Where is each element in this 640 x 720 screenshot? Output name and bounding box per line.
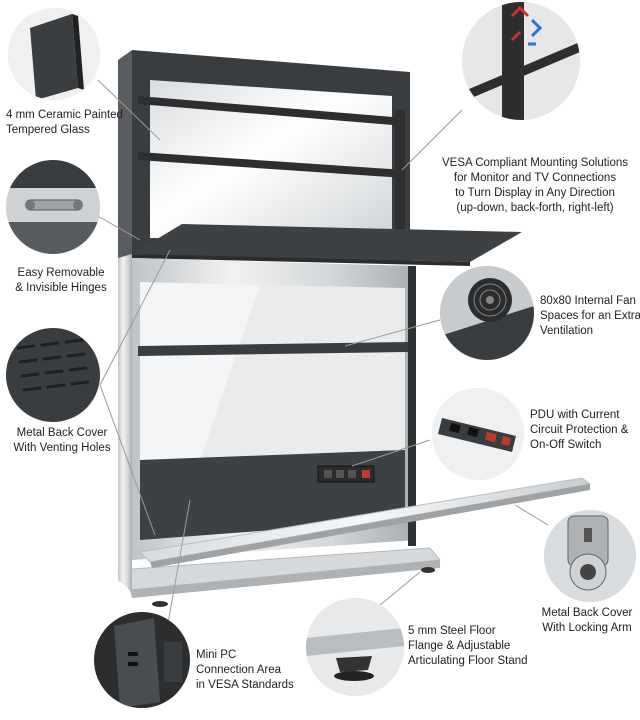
cabinet-lower [132,258,416,560]
vesa-callout-circle [462,2,580,120]
pdu-callout-circle [432,388,524,480]
mini-pc-icon [94,612,190,708]
glass-callout-circle [8,8,100,100]
locking-arm-label: Metal Back Cover With Locking Arm [541,607,633,634]
glass-label: 4 mm Ceramic Painted Tempered Glass [6,109,123,136]
vesa-label: VESA Compliant Mounting Solutions for Mo… [441,157,629,214]
mini-pc-callout-circle [94,612,190,708]
lock-icon [544,510,636,602]
locking-arm-callout-circle [544,510,636,602]
back-cover-callout-circle [6,328,100,422]
fan-label: 80x80 Internal Fan Spaces for an Extra V… [540,295,640,337]
floor-foot-icon [306,598,404,696]
pdu-label: PDU with Current Circuit Protection & On… [530,409,629,451]
glass-panel-icon [8,8,100,100]
venting-holes-icon [6,328,100,422]
fan-icon [440,266,534,360]
leader-lines [95,79,549,641]
hinges-label: Easy Removable & Invisible Hinges [15,267,107,294]
top-frame [132,50,410,262]
mini-pc-label: Mini PC Connection Area in VESA Standard… [196,649,294,691]
fan-callout-circle [440,266,534,360]
power-strip-icon [432,388,524,480]
upper-door-open [132,224,522,262]
back-cover-label: Metal Back Cover With Venting Holes [13,427,111,454]
hinge-icon [6,160,100,254]
hinges-callout-circle [6,160,100,254]
floor-callout-circle [306,598,404,696]
floor-label: 5 mm Steel Floor Flange & Adjustable Art… [408,625,528,667]
vesa-arrows-icon [462,2,580,120]
cabinet-side [118,50,132,590]
